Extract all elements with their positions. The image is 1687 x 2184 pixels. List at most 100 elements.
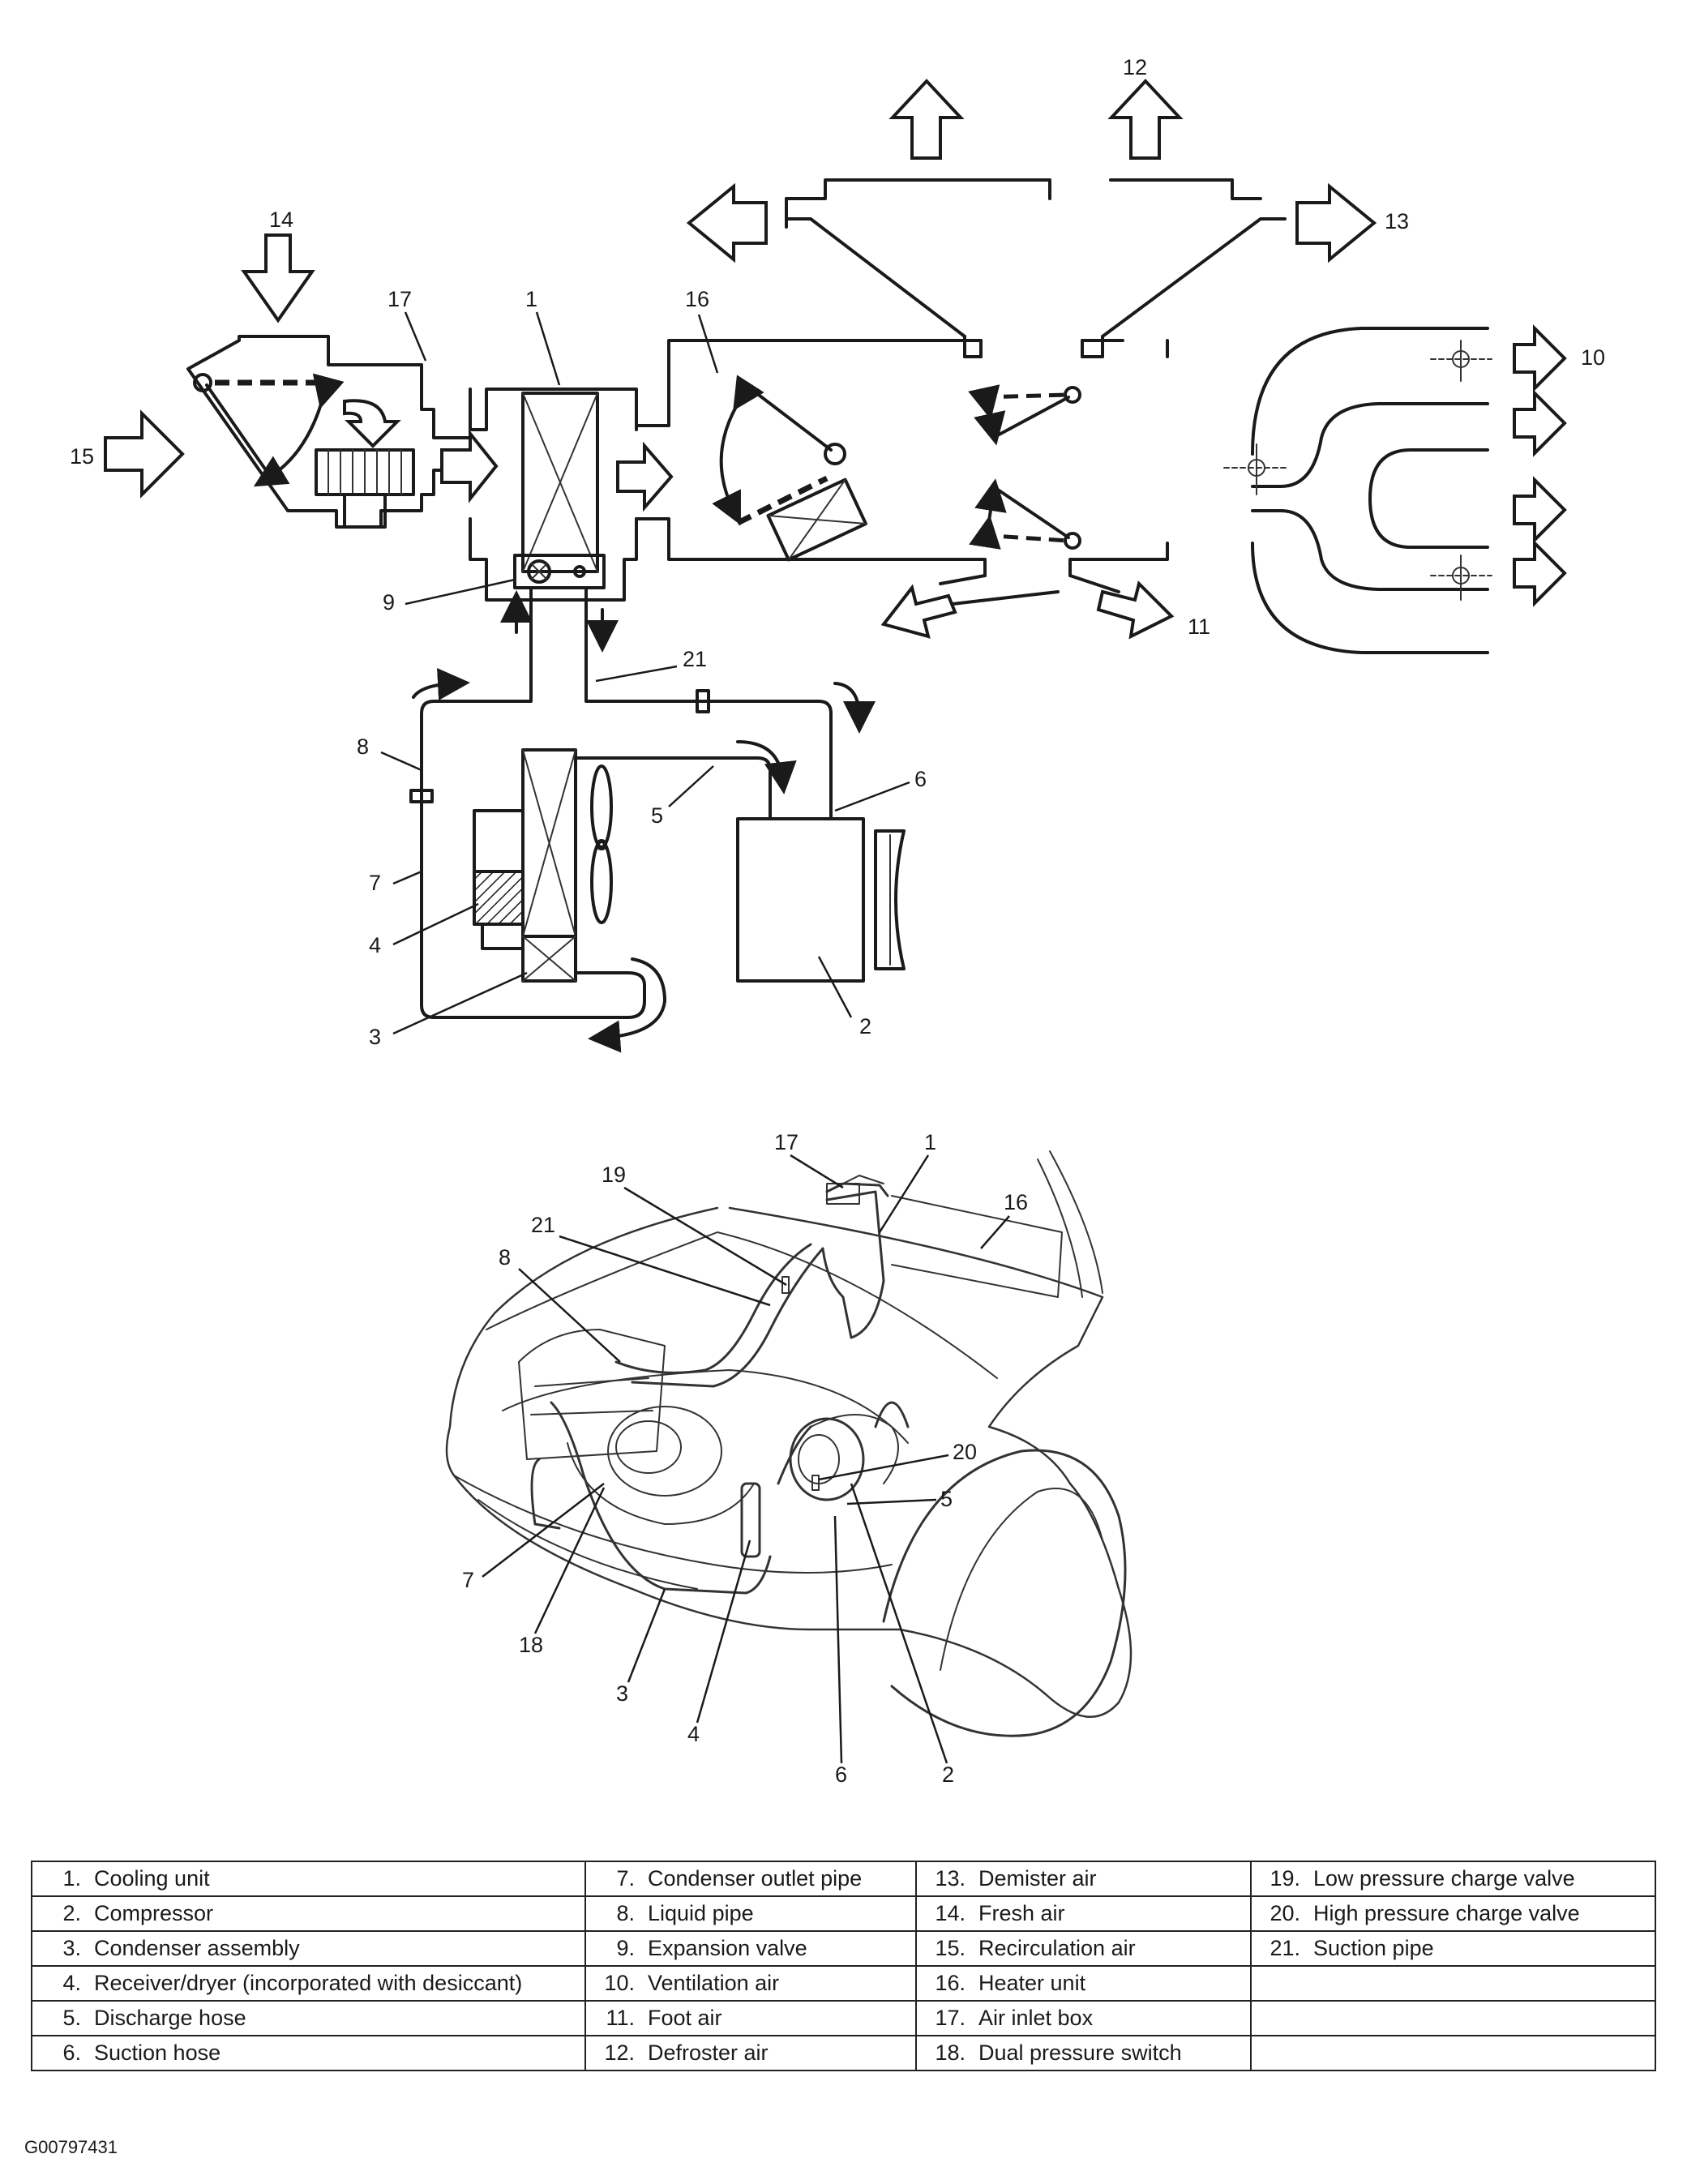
legend-cell <box>1250 2000 1656 2036</box>
callout-1-illus: 1 <box>924 1130 936 1154</box>
callout-8-illus: 8 <box>499 1245 511 1270</box>
callout-19-illus: 19 <box>602 1163 626 1187</box>
callout-2-illus: 2 <box>942 1762 954 1787</box>
callout-6-illus: 6 <box>835 1762 847 1787</box>
callout-3: 3 <box>369 1025 381 1049</box>
legend-row: 4.Receiver/dryer (incorporated with desi… <box>31 1965 1656 2002</box>
defroster-duct <box>785 197 1287 338</box>
callout-13: 13 <box>1385 209 1409 233</box>
legend-cell: 7.Condenser outlet pipe <box>584 1861 917 1897</box>
legend-cell: 10.Ventilation air <box>584 1965 917 2002</box>
callout-1: 1 <box>525 287 537 311</box>
vehicle-illustration: 17 1 19 16 21 8 20 5 7 18 3 4 6 2 <box>445 1130 1133 1787</box>
callout-5-illus: 5 <box>940 1487 953 1511</box>
legend-cell: 18.Dual pressure switch <box>915 2035 1252 2071</box>
ventilation-arrow-1 <box>1513 324 1567 392</box>
callout-15: 15 <box>70 444 94 469</box>
ventilation-duct <box>1251 327 1489 654</box>
callout-3-illus: 3 <box>616 1681 628 1706</box>
legend-cell: 6.Suction hose <box>31 2035 586 2071</box>
legend-cell: 17.Air inlet box <box>915 2000 1252 2036</box>
legend-cell: 2.Compressor <box>31 1895 586 1932</box>
legend-cell: 16.Heater unit <box>915 1965 1252 2002</box>
legend-cell: 13.Demister air <box>915 1861 1252 1897</box>
legend-cell: 9.Expansion valve <box>584 1930 917 1967</box>
legend-cell <box>1250 1965 1656 2002</box>
evaporator-core <box>521 392 599 573</box>
legend-cell <box>1250 2035 1656 2071</box>
heater-unit-duct <box>635 339 1169 577</box>
fresh-air-arrow <box>241 233 315 323</box>
condenser-lines <box>550 1401 772 1595</box>
inlet-flow-arrow <box>343 399 401 448</box>
defroster-arrow-1 <box>888 79 965 160</box>
legend-cell: 19.Low pressure charge valve <box>1250 1861 1656 1897</box>
cooling-unit-illustration <box>821 1190 885 1339</box>
callout-21-illus: 21 <box>531 1213 555 1237</box>
callout-20-illus: 20 <box>953 1440 977 1464</box>
cooling-unit-housing <box>469 388 638 602</box>
condenser-fan <box>590 764 613 849</box>
compressor-pulley <box>874 829 906 970</box>
legend-cell: 5.Discharge hose <box>31 2000 586 2036</box>
expansion-valve <box>513 554 606 589</box>
callout-10: 10 <box>1581 345 1605 370</box>
legend-cell: 20.High pressure charge valve <box>1250 1895 1656 1932</box>
legend-row: 3.Condenser assembly 9.Expansion valve 1… <box>31 1930 1656 1967</box>
legend-row: 5.Discharge hose 11.Foot air 17.Air inle… <box>31 2000 1656 2036</box>
legend-cell: 21.Suction pipe <box>1250 1930 1656 1967</box>
ac-system-diagram: 12 13 14 17 1 16 10 15 9 11 21 8 6 5 7 4… <box>70 55 1605 1787</box>
legend-cell: 15.Recirculation air <box>915 1930 1252 1967</box>
recirculation-air-arrow <box>104 409 185 499</box>
legend-cell: 14.Fresh air <box>915 1895 1252 1932</box>
heater-unit-illustration <box>891 1195 1063 1298</box>
liquid-pipe <box>420 586 646 1019</box>
parts-legend-table: 1.Cooling unit 7.Condenser outlet pipe 1… <box>31 1861 1656 2071</box>
callout-7-illus: 7 <box>462 1568 474 1592</box>
demister-arrow-left <box>686 182 768 263</box>
demister-arrow-right <box>1295 182 1377 263</box>
compressor <box>736 817 865 983</box>
legend-row: 1.Cooling unit 7.Condenser outlet pipe 1… <box>31 1861 1656 1897</box>
callout-4: 4 <box>369 933 381 957</box>
legend-cell: 4.Receiver/dryer (incorporated with desi… <box>31 1965 586 2002</box>
air-inlet-box-illustration <box>825 1182 889 1197</box>
defroster-arrow-2 <box>1107 79 1184 160</box>
legend-cell: 8.Liquid pipe <box>584 1895 917 1932</box>
schematic: 12 13 14 17 1 16 10 15 9 11 21 8 6 5 7 4… <box>70 55 1605 1053</box>
figure-code: G00797431 <box>24 2137 118 2157</box>
callout-18-illus: 18 <box>519 1633 543 1657</box>
legend-cell: 12.Defroster air <box>584 2035 917 2071</box>
foot-air-arrow-left <box>880 584 957 639</box>
front-wheel <box>882 1449 1127 1737</box>
callout-6: 6 <box>914 767 927 791</box>
callout-7: 7 <box>369 871 381 895</box>
radiator-fan-shroud <box>607 1406 722 1497</box>
callout-9: 9 <box>383 590 395 615</box>
callout-21: 21 <box>683 647 707 671</box>
heater-core <box>766 477 867 562</box>
callout-2: 2 <box>859 1014 871 1038</box>
callout-17-illus: 17 <box>774 1130 799 1154</box>
callout-16: 16 <box>685 287 709 311</box>
callout-17: 17 <box>387 287 412 311</box>
callout-5: 5 <box>651 803 663 828</box>
legend-row: 2.Compressor 8.Liquid pipe 14.Fresh air … <box>31 1895 1656 1932</box>
callout-4-illus: 4 <box>687 1722 700 1746</box>
ventilation-arrow-4 <box>1513 539 1567 607</box>
callout-16-illus: 16 <box>1004 1190 1028 1214</box>
foot-air-arrow-right <box>1096 580 1175 640</box>
legend-cell: 11.Foot air <box>584 2000 917 2036</box>
receiver-dryer-illustration <box>740 1482 761 1558</box>
refrigerant-hoses <box>614 1243 824 1388</box>
ventilation-arrow-3 <box>1513 476 1567 544</box>
callout-12: 12 <box>1123 55 1147 79</box>
callout-8: 8 <box>357 734 369 759</box>
legend-row: 6.Suction hose 12.Defroster air 18.Dual … <box>31 2035 1656 2071</box>
legend-cell: 1.Cooling unit <box>31 1861 586 1897</box>
callout-11: 11 <box>1188 615 1210 639</box>
ventilation-arrow-2 <box>1513 389 1567 457</box>
callout-14: 14 <box>269 208 293 232</box>
air-inlet-box-outline <box>186 335 472 529</box>
legend-cell: 3.Condenser assembly <box>31 1930 586 1967</box>
